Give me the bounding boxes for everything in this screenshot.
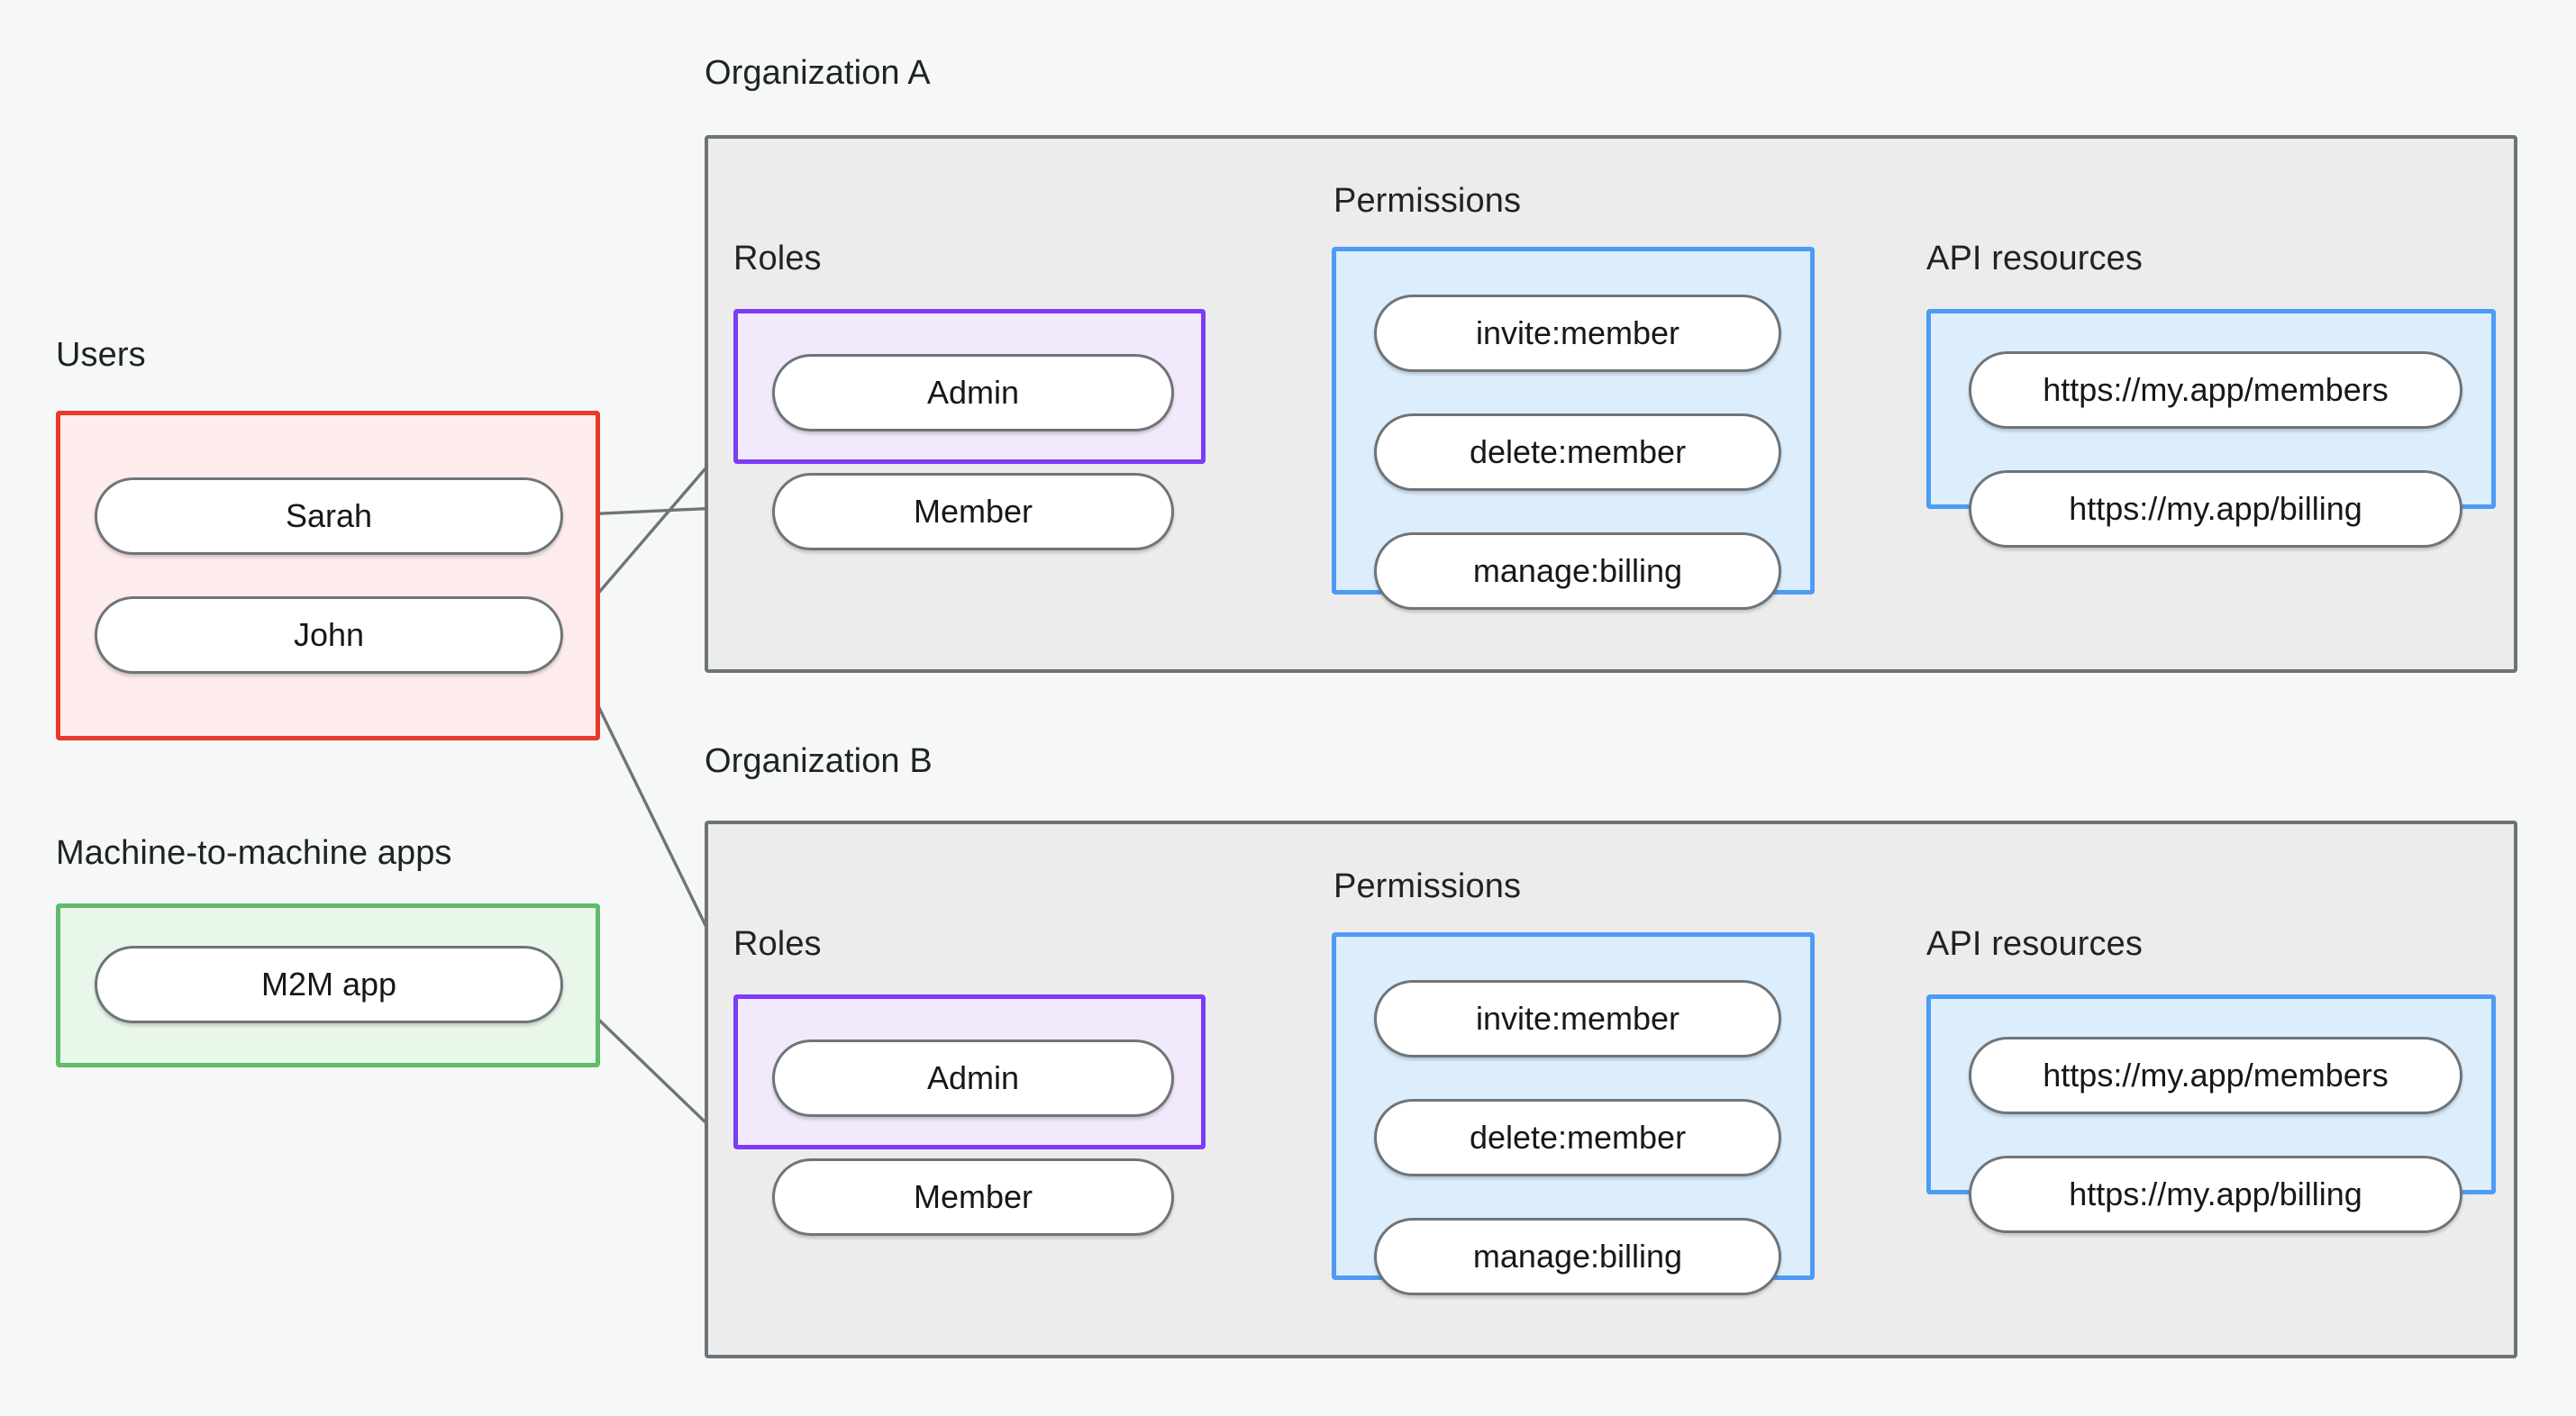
users-caption: Users bbox=[56, 336, 146, 374]
user-node-sarah[interactable]: Sarah bbox=[95, 477, 563, 555]
org-a-permissions-caption: Permissions bbox=[1334, 182, 1522, 220]
org-a-permissions-box: invite:member delete:member manage:billi… bbox=[1332, 247, 1815, 610]
org-b-permission-invite-member[interactable]: invite:member bbox=[1374, 980, 1781, 1057]
org-b-api-resource-billing[interactable]: https://my.app/billing bbox=[1969, 1156, 2462, 1233]
org-b-api-caption: API resources bbox=[1926, 925, 2143, 963]
org-b-roles-box: Admin Member bbox=[733, 994, 1206, 1236]
org-a-role-member[interactable]: Member bbox=[772, 473, 1174, 550]
org-a-api-resource-billing[interactable]: https://my.app/billing bbox=[1969, 470, 2462, 548]
m2m-caption: Machine-to-machine apps bbox=[56, 834, 452, 872]
org-b-role-member[interactable]: Member bbox=[772, 1158, 1174, 1236]
org-b-group: Roles Permissions API resources Admin Me… bbox=[705, 821, 2517, 1358]
m2m-group: M2M app bbox=[56, 903, 600, 1067]
org-b-roles-caption: Roles bbox=[733, 925, 822, 963]
org-a-caption: Organization A bbox=[705, 54, 931, 92]
org-a-role-admin[interactable]: Admin bbox=[772, 354, 1174, 431]
org-a-api-caption: API resources bbox=[1926, 240, 2143, 277]
org-b-caption: Organization B bbox=[705, 742, 933, 780]
org-b-permission-delete-member[interactable]: delete:member bbox=[1374, 1099, 1781, 1176]
org-a-permission-delete-member[interactable]: delete:member bbox=[1374, 413, 1781, 491]
org-a-roles-box: Admin Member bbox=[733, 309, 1206, 550]
org-a-api-box: https://my.app/members https://my.app/bi… bbox=[1926, 309, 2496, 548]
org-b-api-box: https://my.app/members https://my.app/bi… bbox=[1926, 994, 2496, 1233]
org-a-api-resource-members[interactable]: https://my.app/members bbox=[1969, 351, 2462, 429]
users-group: Sarah John bbox=[56, 411, 600, 740]
org-b-permissions-caption: Permissions bbox=[1334, 867, 1522, 905]
org-a-group: Roles Permissions API resources Admin Me… bbox=[705, 135, 2517, 673]
org-b-api-resource-members[interactable]: https://my.app/members bbox=[1969, 1037, 2462, 1114]
org-b-permission-manage-billing[interactable]: manage:billing bbox=[1374, 1218, 1781, 1295]
org-b-role-admin[interactable]: Admin bbox=[772, 1039, 1174, 1117]
org-a-permission-invite-member[interactable]: invite:member bbox=[1374, 295, 1781, 372]
org-a-permission-manage-billing[interactable]: manage:billing bbox=[1374, 532, 1781, 610]
m2m-node-app[interactable]: M2M app bbox=[95, 946, 563, 1023]
org-b-permissions-box: invite:member delete:member manage:billi… bbox=[1332, 932, 1815, 1295]
org-a-roles-caption: Roles bbox=[733, 240, 822, 277]
user-node-john[interactable]: John bbox=[95, 596, 563, 674]
